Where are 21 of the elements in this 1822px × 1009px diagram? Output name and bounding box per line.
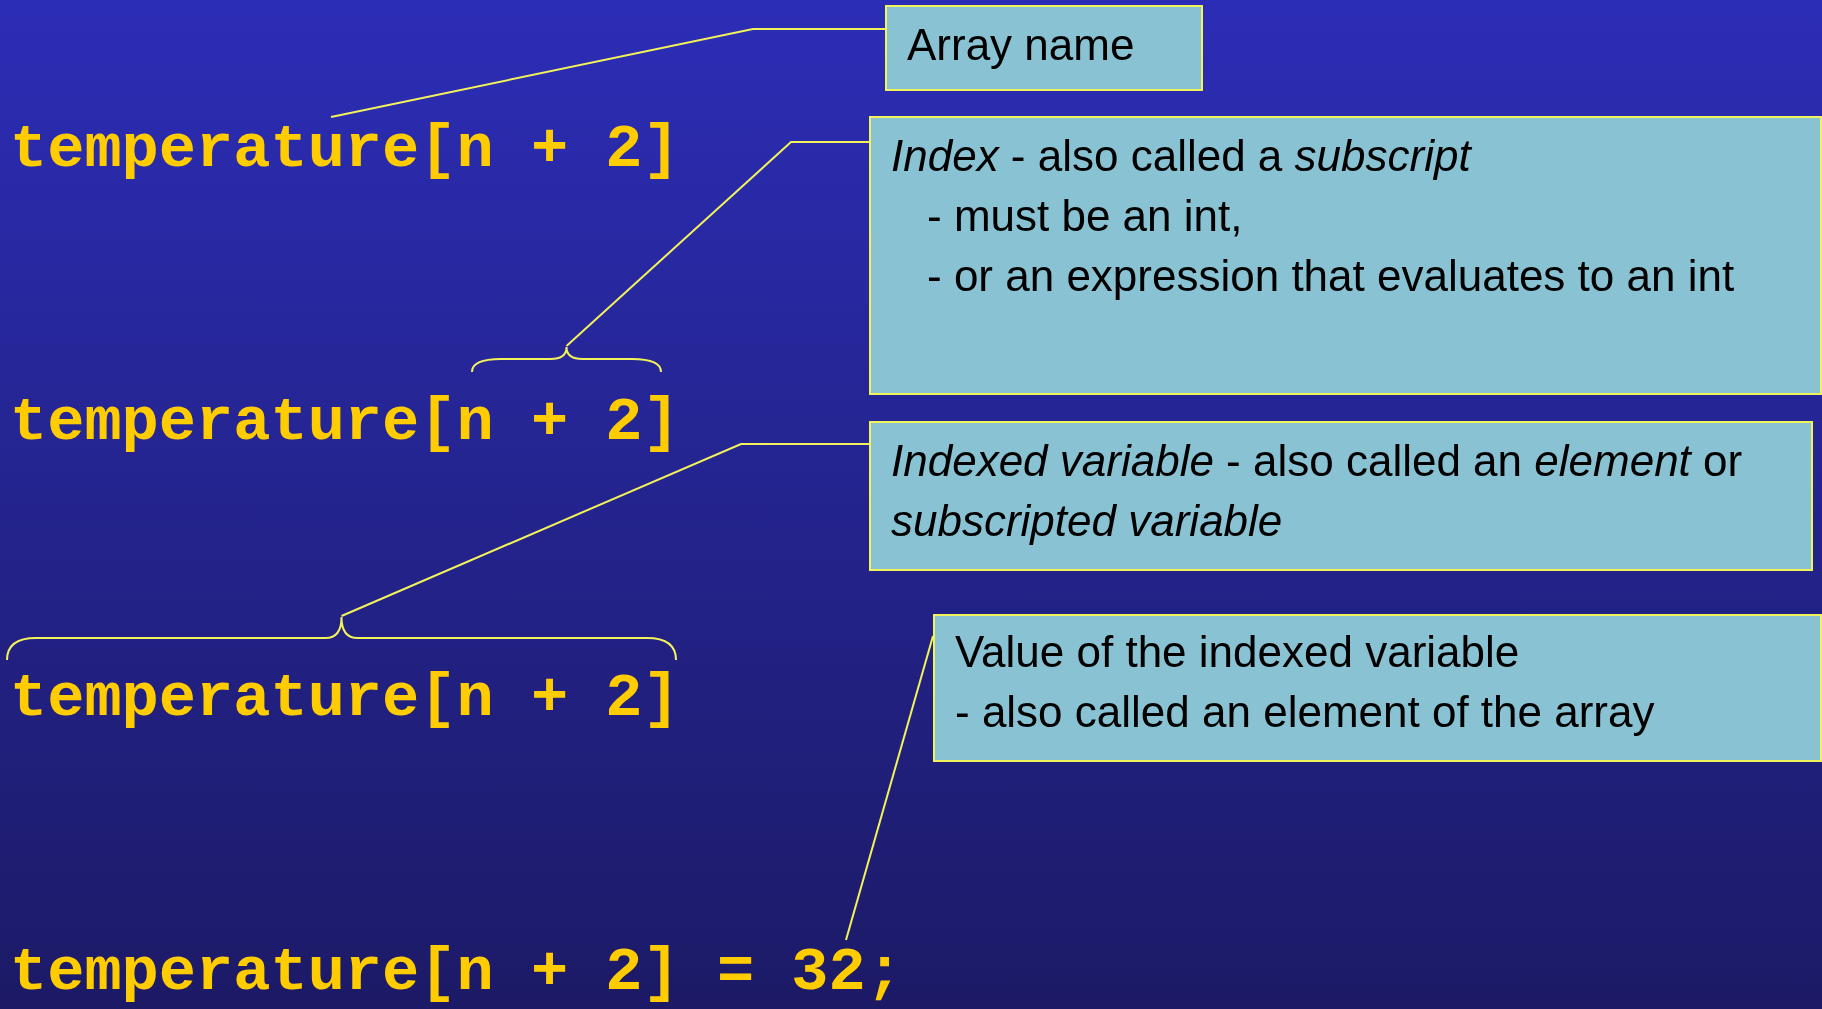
code-line: temperature[n + 2] [10, 390, 680, 456]
code-line: temperature[n + 2] [10, 117, 680, 183]
leader-line [845, 635, 934, 941]
leader-line [330, 28, 886, 118]
callout-text: Index - also called a subscript [891, 130, 1473, 182]
callout-text: - also called an element of the array [955, 686, 1656, 738]
callout-text: Indexed variable - also called an element or subscripted variable [891, 435, 1744, 547]
callout-text: - must be an int, [926, 190, 1244, 242]
curly-brace [6, 616, 677, 660]
callout-box [869, 421, 1813, 571]
callout-text: Value of the indexed variable [955, 626, 1521, 678]
callout-text: Array name [907, 19, 1136, 71]
curly-brace [471, 346, 662, 372]
code-line: temperature[n + 2] = 32; [10, 940, 903, 1006]
leader-line [565, 141, 870, 347]
callout-box [933, 614, 1822, 762]
leader-line [340, 443, 870, 617]
code-line: temperature[n + 2] [10, 666, 680, 732]
callout-box [869, 116, 1822, 395]
callout-box [885, 5, 1203, 91]
callout-text: - or an expression that evaluates to an int [926, 250, 1736, 302]
